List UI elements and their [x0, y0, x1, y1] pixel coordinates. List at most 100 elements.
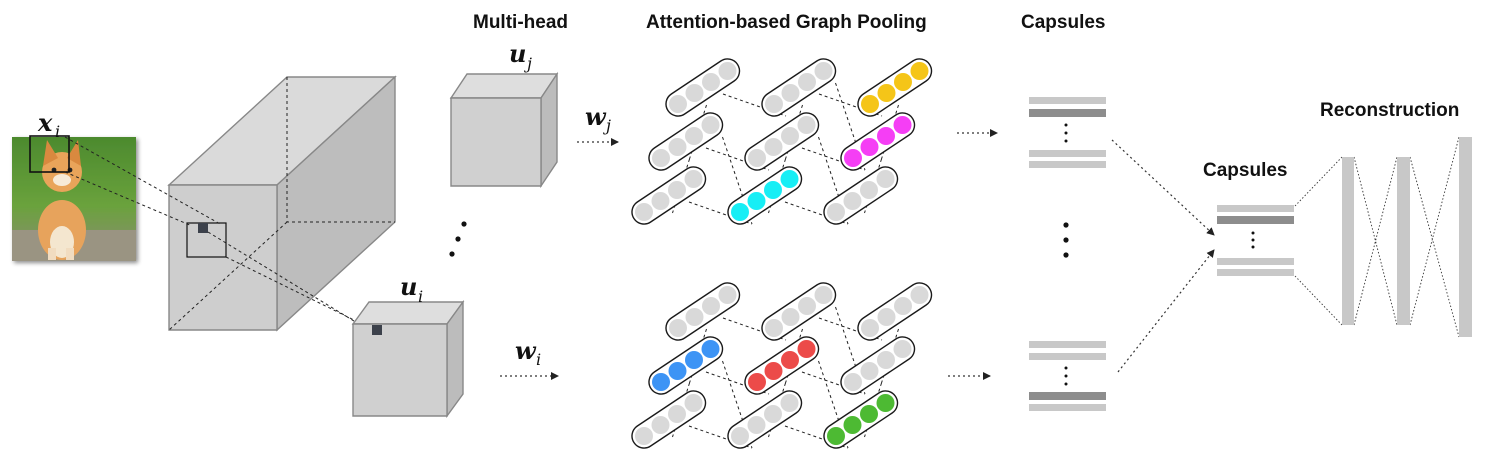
- graph-node: [765, 319, 783, 337]
- graph-node: [685, 308, 704, 326]
- graph-node: [731, 203, 749, 221]
- graph-node: [814, 286, 833, 304]
- node-capsule-1-1: [744, 112, 820, 171]
- capsule-group-top: [1029, 97, 1106, 168]
- svg-text:w: w: [585, 102, 607, 131]
- graph-node: [798, 73, 816, 91]
- graph-node: [843, 416, 862, 434]
- feature-volume: [167, 75, 397, 332]
- head-ellipsis: [449, 221, 467, 257]
- recon-layer-3: [1459, 137, 1472, 337]
- node-capsule-2-2: [823, 166, 899, 225]
- graph-node: [861, 319, 879, 337]
- node-capsule-2-0: [631, 390, 707, 449]
- graph-node: [894, 297, 912, 315]
- graph-node: [781, 351, 799, 369]
- graph-node: [764, 181, 782, 199]
- node-capsule-1-0: [648, 336, 724, 395]
- svg-text:j: j: [603, 116, 611, 135]
- graph-node: [860, 405, 878, 423]
- graph-node: [635, 427, 653, 445]
- graph-node: [669, 319, 687, 337]
- node-capsule-2-0: [631, 166, 707, 225]
- capsules-title-2: Capsules: [1203, 160, 1287, 181]
- graph-node: [781, 308, 800, 326]
- node-capsule-0-2: [857, 282, 933, 341]
- graph-node: [910, 62, 929, 80]
- graph-node: [844, 149, 862, 167]
- graph-node: [843, 192, 862, 210]
- graph-node: [651, 192, 670, 210]
- graph-node: [797, 340, 816, 358]
- svg-text:u: u: [509, 39, 526, 68]
- graph-node: [764, 405, 782, 423]
- w-j-label: w j: [585, 102, 611, 135]
- graph-node: [669, 95, 687, 113]
- reconstruction-title: Reconstruction: [1320, 100, 1459, 121]
- reconstruction-network: [1294, 136, 1472, 338]
- u-i-label: u i: [400, 272, 423, 306]
- x-i-label: x i: [37, 108, 60, 141]
- graph-node: [781, 127, 799, 145]
- graph-node: [652, 373, 670, 391]
- graph-node: [651, 416, 670, 434]
- graph-node: [701, 340, 720, 358]
- svg-text:i: i: [55, 122, 60, 141]
- u-j-label: u j: [509, 39, 532, 73]
- graph-node: [765, 95, 783, 113]
- svg-text:x: x: [37, 108, 53, 137]
- graph-node: [701, 116, 720, 134]
- graph-node: [844, 373, 862, 391]
- head-cube-j: [449, 71, 559, 189]
- routing-arrow-bottom: [1117, 249, 1215, 373]
- graph-node: [894, 73, 912, 91]
- graph-node: [860, 138, 879, 156]
- input-image: [12, 135, 136, 261]
- graph-node: [668, 362, 687, 380]
- w-i-label: w i: [515, 336, 541, 369]
- head-cube-i: [351, 299, 465, 419]
- capsule-group-bottom: [1029, 341, 1106, 411]
- svg-text:w: w: [515, 336, 537, 365]
- node-capsule-2-2: [823, 390, 899, 449]
- class-capsules: [1217, 205, 1294, 276]
- graph-node: [747, 192, 766, 210]
- graph-node: [876, 170, 895, 188]
- node-capsule-2-1: [727, 166, 803, 225]
- graph-node: [764, 138, 783, 156]
- graph-node: [877, 127, 895, 145]
- svg-text:i: i: [536, 350, 541, 369]
- node-capsule-0-2: [857, 58, 933, 117]
- node-capsule-0-0: [665, 58, 741, 117]
- pooling-graph-top: [631, 58, 933, 225]
- svg-text:i: i: [418, 287, 423, 306]
- node-capsule-1-2: [840, 336, 916, 395]
- graph-node: [684, 170, 703, 188]
- pooling-graph-bottom: [631, 282, 933, 449]
- pooling-title: Attention-based Graph Pooling: [646, 12, 927, 33]
- graph-node: [827, 427, 845, 445]
- graph-node: [827, 203, 845, 221]
- graph-node: [814, 62, 833, 80]
- node-capsule-2-1: [727, 390, 803, 449]
- graph-node: [748, 373, 766, 391]
- receptive-window: [29, 135, 70, 173]
- graph-node: [668, 138, 687, 156]
- graph-node: [780, 394, 799, 412]
- graph-node: [685, 84, 704, 102]
- graph-node: [635, 203, 653, 221]
- graph-node: [748, 149, 766, 167]
- graph-node: [685, 351, 703, 369]
- graph-node: [764, 362, 783, 380]
- graph-node: [747, 416, 766, 434]
- node-capsule-1-0: [648, 112, 724, 171]
- graph-node: [668, 181, 686, 199]
- graph-node: [731, 427, 749, 445]
- graph-node: [684, 394, 703, 412]
- node-capsule-1-1: [744, 336, 820, 395]
- capsule-ellipsis: [1063, 222, 1069, 258]
- graph-node: [718, 62, 737, 80]
- node-capsule-1-2: [840, 112, 916, 171]
- multihead-title: Multi-head: [473, 12, 568, 33]
